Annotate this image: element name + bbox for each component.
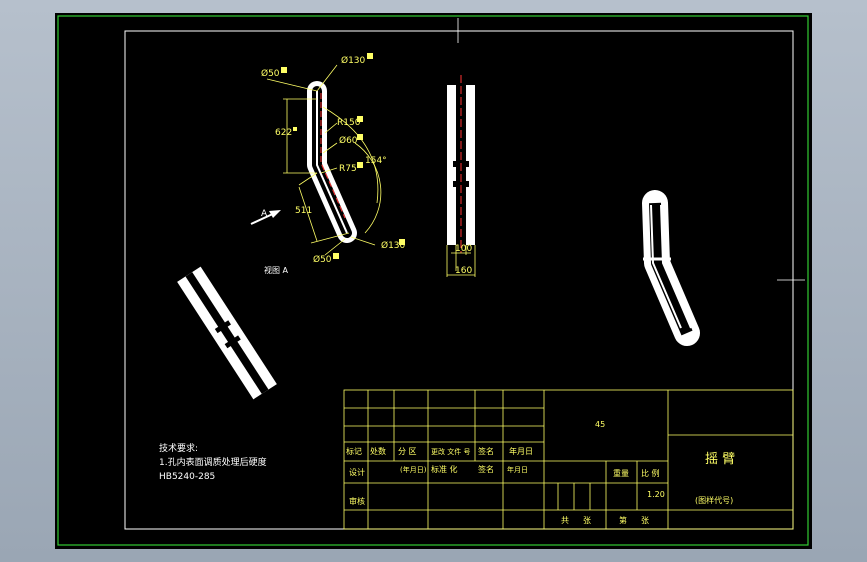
tb-nianyueri2: (年月日) — [400, 465, 427, 474]
tb-di: 第 — [619, 515, 627, 525]
tb-bili: 比 例 — [641, 468, 660, 478]
tb-nianyueri3: 年月日 — [507, 465, 528, 474]
tb-material: 45 — [595, 420, 605, 429]
dim-d50-top: Ø50 — [261, 68, 280, 79]
tb-qianming2: 签名 — [478, 464, 494, 474]
tb-gong: 共 — [561, 516, 569, 525]
dim-d60: Ø60 — [339, 135, 358, 146]
tb-part-name: 摇 臂 — [705, 452, 735, 467]
dim-160: 160 — [455, 266, 472, 276]
title-block-text: 标记 处数 分 区 更改 文件 号 签名 年月日 设计 (年月日) 标准 化 签… — [346, 420, 735, 525]
tb-genggai: 更改 文件 号 — [431, 447, 470, 456]
notes-line1: 1.孔内表面调质处理后硬度 — [159, 456, 267, 468]
dim-d130-bottom: Ø130 — [381, 240, 406, 251]
drawing-svg: Ø50 Ø130 R150 Ø60 622 R75 154° 511 Ø130 … — [57, 15, 809, 546]
tb-drawing-no: (图样代号) — [695, 495, 733, 505]
dim-511: 511 — [295, 206, 312, 216]
dim-r75: R75 — [339, 164, 357, 174]
arrow-icon — [250, 210, 281, 225]
tb-chushu: 处数 — [370, 446, 386, 456]
title-block-grid — [343, 389, 794, 530]
view-a-rotated — [177, 266, 277, 400]
side-view — [447, 75, 475, 253]
tb-biaoji: 标记 — [346, 446, 362, 456]
arm-dimensions — [266, 64, 382, 256]
tb-qianming: 签名 — [478, 446, 494, 456]
notes-title: 技术要求: — [159, 442, 198, 454]
dim-622: 622 — [275, 128, 292, 138]
notes-line2: HB5240-285 — [159, 472, 215, 482]
tb-fenqu: 分 区 — [398, 447, 417, 456]
side-view-dims — [446, 245, 476, 277]
dim-angle-154: 154° — [365, 156, 387, 166]
dim-d130-top: Ø130 — [341, 55, 366, 66]
tb-zhongliang: 重量 — [613, 468, 629, 478]
dim-r150: R150 — [337, 118, 361, 128]
dim-100: 100 — [455, 244, 472, 254]
arm-front-view — [307, 81, 357, 243]
dim-d50-bottom: Ø50 — [313, 254, 332, 265]
tb-biaozhunhua: 标准 化 — [431, 464, 458, 474]
view-label: 视图 A — [264, 265, 289, 275]
isometric-view — [642, 190, 700, 346]
drawing-canvas[interactable]: Ø50 Ø130 R150 Ø60 622 R75 154° 511 Ø130 … — [55, 13, 812, 549]
tb-zhang: 张 — [583, 516, 591, 525]
tb-shenhe: 审核 — [349, 496, 365, 506]
tb-zhang2: 张 — [641, 516, 649, 525]
tb-sheji: 设计 — [349, 467, 365, 477]
view-arrow-label: A — [261, 209, 268, 219]
outer-frame — [57, 15, 809, 546]
tb-scale: 1.20 — [647, 490, 665, 499]
arm-dimension-texts: Ø50 Ø130 R150 Ø60 622 R75 154° 511 Ø130 … — [261, 53, 406, 265]
tb-nianyueri: 年月日 — [509, 446, 533, 456]
